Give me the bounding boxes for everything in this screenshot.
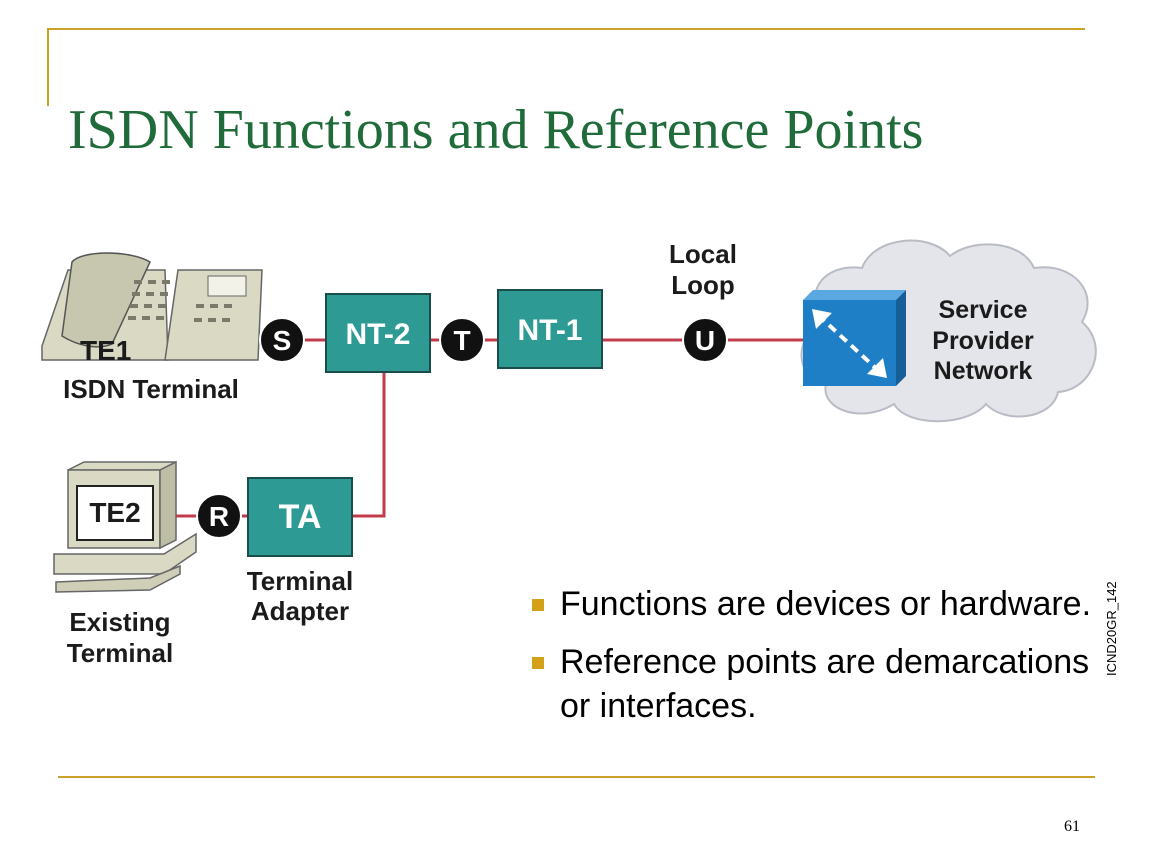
switch-arrow-head-1: [812, 309, 832, 329]
keyboard: [55, 564, 181, 593]
monitor-right-side: [159, 460, 177, 550]
local-loop-label-line2: Loop: [671, 270, 735, 300]
reference-point-s-circle: [259, 317, 305, 363]
monitor-side: [67, 461, 177, 471]
cloud-label-line3: Network: [934, 357, 1033, 385]
te1-caption: ISDN Terminal: [63, 374, 239, 404]
ta-caption-line1: Terminal: [247, 566, 353, 596]
te2-caption-line2: Terminal: [67, 638, 173, 668]
reference-point-t-circle: [439, 317, 485, 363]
phone-handset: [61, 252, 151, 348]
te2-label: TE2: [89, 497, 140, 528]
isdn-phone-icon: TE1: [41, 252, 263, 366]
reference-point-u: U: [682, 317, 728, 363]
top-rule: [48, 28, 1085, 30]
ta-device: TA: [247, 477, 353, 557]
figure-code: ICND20GR_142: [1104, 570, 1119, 680]
ta-caption-line2: Adapter: [251, 596, 349, 626]
nt2-label: NT-2: [345, 318, 410, 351]
computer-terminal-icon: TE2: [53, 460, 197, 593]
nt1-box: [497, 289, 603, 369]
reference-point-t-label: T: [453, 325, 470, 356]
left-rule: [47, 28, 49, 106]
slide-title: ISDN Functions and Reference Points: [68, 99, 924, 161]
figure-code-text: ICND20GR_142: [1104, 581, 1119, 676]
nt1-device: NT-1: [497, 289, 603, 369]
reference-point-r-label: R: [209, 501, 229, 532]
cloud-label-line2: Provider: [932, 327, 1034, 355]
bullet-square-icon: [532, 657, 544, 669]
computer-base: [53, 532, 197, 575]
nt1-label: NT-1: [517, 314, 582, 347]
ta-box: [247, 477, 353, 557]
local-loop-label-line1: Local: [669, 239, 737, 269]
switch-side-face: [896, 290, 906, 386]
monitor-screen: [76, 485, 154, 541]
isdn-switch-icon: [803, 290, 906, 386]
bottom-rule: [58, 776, 1095, 778]
switch-top-face: [803, 290, 906, 300]
reference-point-r: R: [196, 493, 242, 539]
page-number: 61: [1064, 818, 1080, 835]
nt2-box: [325, 293, 431, 373]
bullet-item: Reference points are demarcations or int…: [532, 640, 1092, 728]
bullet-list: Functions are devices or hardware. Refer…: [532, 582, 1092, 742]
reference-point-r-circle: [196, 493, 242, 539]
ta-label: TA: [279, 498, 322, 536]
te1-label: TE1: [80, 335, 131, 366]
nt2-device: NT-2: [325, 293, 431, 373]
te2-caption-line1: Existing: [69, 607, 170, 637]
cloud-label-line1: Service: [939, 296, 1028, 324]
reference-point-s-label: S: [273, 325, 292, 356]
bullet-square-icon: [532, 599, 544, 611]
phone-keypad: [128, 280, 232, 322]
phone-display: [207, 275, 247, 297]
switch-arrow-head-2: [867, 358, 887, 378]
reference-point-s: S: [259, 317, 305, 363]
bullet-text: Reference points are demarcations or int…: [560, 643, 1090, 725]
bullet-text: Functions are devices or hardware.: [560, 585, 1092, 623]
bullet-item: Functions are devices or hardware.: [532, 582, 1092, 626]
reference-point-t: T: [439, 317, 485, 363]
reference-point-u-circle: [682, 317, 728, 363]
reference-point-u-label: U: [695, 325, 715, 356]
link-nt2-ta: [352, 372, 386, 518]
